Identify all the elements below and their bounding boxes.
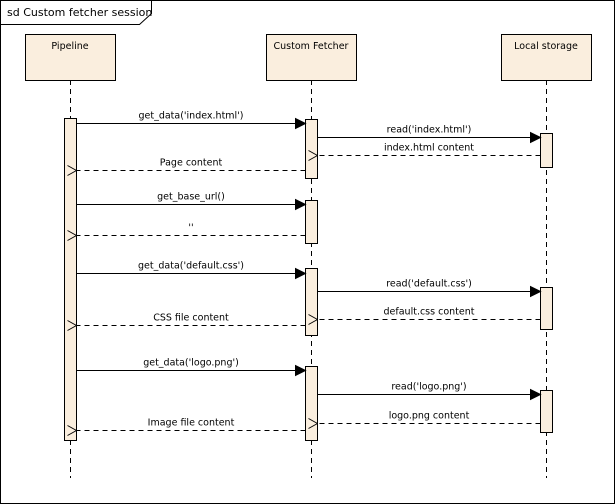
message-m2: read('index.html'): [317, 125, 542, 144]
message-m7: get_data('default.css'): [76, 261, 307, 280]
return-arrowhead: [308, 150, 318, 156]
message-m10: CSS file content: [67, 313, 306, 331]
message-m9: default.css content: [308, 307, 541, 325]
activations-group: [64, 118, 553, 441]
return-arrowhead: [67, 170, 77, 176]
message-m12: read('logo.png'): [317, 382, 542, 401]
return-arrowhead: [67, 320, 77, 326]
activation-bar-custom_fetcher-2: [305, 119, 318, 179]
lifeline-head-local_storage[interactable]: Local storage: [501, 34, 592, 81]
lifeline-head-box[interactable]: [501, 34, 592, 81]
return-arrowhead: [67, 165, 77, 171]
activation-bar-local_storage-7: [540, 287, 553, 330]
message-label: read('logo.png'): [391, 382, 466, 393]
message-m3: index.html content: [308, 143, 541, 161]
lifeline-name-label: Custom Fetcher: [274, 41, 349, 52]
activation-bar-custom_fetcher-5: [305, 366, 318, 441]
message-label: index.html content: [384, 143, 474, 154]
return-arrowhead: [308, 314, 318, 320]
return-arrowhead: [67, 325, 77, 331]
message-label: '': [188, 223, 193, 234]
sync-arrowhead: [530, 285, 542, 298]
activation-bar-pipeline-1: [64, 118, 77, 441]
message-label: get_data('index.html'): [138, 111, 243, 122]
message-label: get_base_url(): [157, 192, 225, 203]
return-arrowhead: [67, 430, 77, 436]
lifeline-heads-group: Pipeline Custom Fetcher Local storage: [25, 34, 592, 81]
lifeline-head-box[interactable]: [25, 34, 116, 81]
return-arrowhead: [67, 235, 77, 241]
message-label: get_data('logo.png'): [143, 358, 239, 369]
activation-bar-local_storage-8: [540, 390, 553, 433]
message-label: read('index.html'): [387, 125, 472, 136]
message-m11: get_data('logo.png'): [76, 358, 307, 377]
lifeline-head-custom_fetcher[interactable]: Custom Fetcher: [266, 34, 357, 81]
message-m14: Image file content: [67, 418, 306, 436]
sync-arrowhead: [295, 198, 307, 211]
message-m4: Page content: [67, 158, 306, 176]
message-m5: get_base_url(): [76, 192, 307, 211]
sync-arrowhead: [530, 388, 542, 401]
message-m1: get_data('index.html'): [76, 111, 307, 130]
message-m13: logo.png content: [308, 411, 541, 429]
lifeline-name-label: Pipeline: [51, 41, 88, 52]
message-label: get_data('default.css'): [138, 261, 244, 272]
return-arrowhead: [308, 423, 318, 429]
activation-bar-custom_fetcher-3: [305, 200, 318, 244]
frame-label-tab: [0, 0, 152, 25]
message-m6: '': [67, 223, 306, 241]
return-arrowhead: [308, 319, 318, 325]
frame-label-text: sd Custom fetcher session: [7, 6, 152, 19]
sync-arrowhead: [295, 364, 307, 377]
lifeline-head-pipeline[interactable]: Pipeline: [25, 34, 116, 81]
return-arrowhead: [67, 425, 77, 431]
messages-group: get_data('index.html') read('index.html')…: [67, 111, 542, 436]
activation-bar-custom_fetcher-4: [305, 268, 318, 336]
message-m8: read('default.css'): [317, 279, 542, 298]
message-label: read('default.css'): [386, 279, 472, 290]
message-label: Image file content: [148, 418, 235, 429]
message-label: logo.png content: [389, 411, 470, 422]
return-arrowhead: [308, 418, 318, 424]
sync-arrowhead: [295, 117, 307, 130]
lifeline-head-box[interactable]: [266, 34, 357, 81]
message-label: default.css content: [384, 307, 475, 318]
return-arrowhead: [67, 230, 77, 236]
lifeline-name-label: Local storage: [514, 41, 578, 52]
sync-arrowhead: [295, 267, 307, 280]
message-label: Page content: [160, 158, 223, 169]
activation-bar-local_storage-6: [540, 133, 553, 168]
sync-arrowhead: [530, 131, 542, 144]
message-label: CSS file content: [153, 313, 229, 324]
return-arrowhead: [308, 155, 318, 161]
